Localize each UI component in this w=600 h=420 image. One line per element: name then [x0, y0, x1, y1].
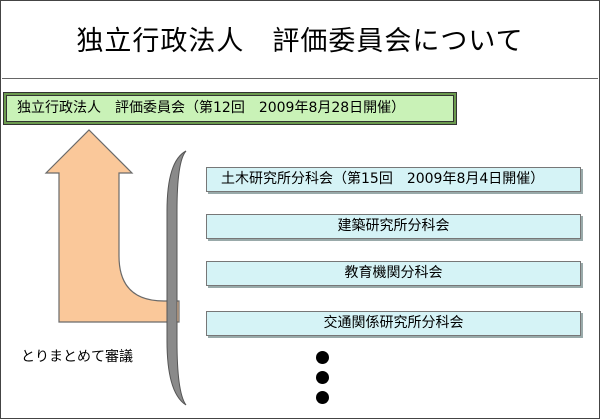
continuation-dot	[316, 371, 329, 384]
subcommittee-education: 教育機関分科会	[206, 261, 581, 286]
upward-arrow	[44, 129, 180, 323]
review-label: とりまとめて審議	[21, 349, 133, 365]
continuation-dot	[316, 391, 329, 404]
subcommittee-civil-engineering: 土木研究所分科会（第15回 2009年8月4日開催）	[206, 167, 581, 192]
grouping-brace	[166, 150, 187, 406]
subcommittee-transport-research: 交通関係研究所分科会	[206, 311, 581, 336]
subcommittee-building-research: 建築研究所分科会	[206, 214, 581, 239]
title-divider	[2, 78, 598, 79]
page-title: 独立行政法人 評価委員会について	[76, 26, 524, 57]
main-committee-box: 独立行政法人 評価委員会（第12回 2009年8月28日開催）	[6, 95, 454, 122]
continuation-dot	[316, 351, 329, 364]
